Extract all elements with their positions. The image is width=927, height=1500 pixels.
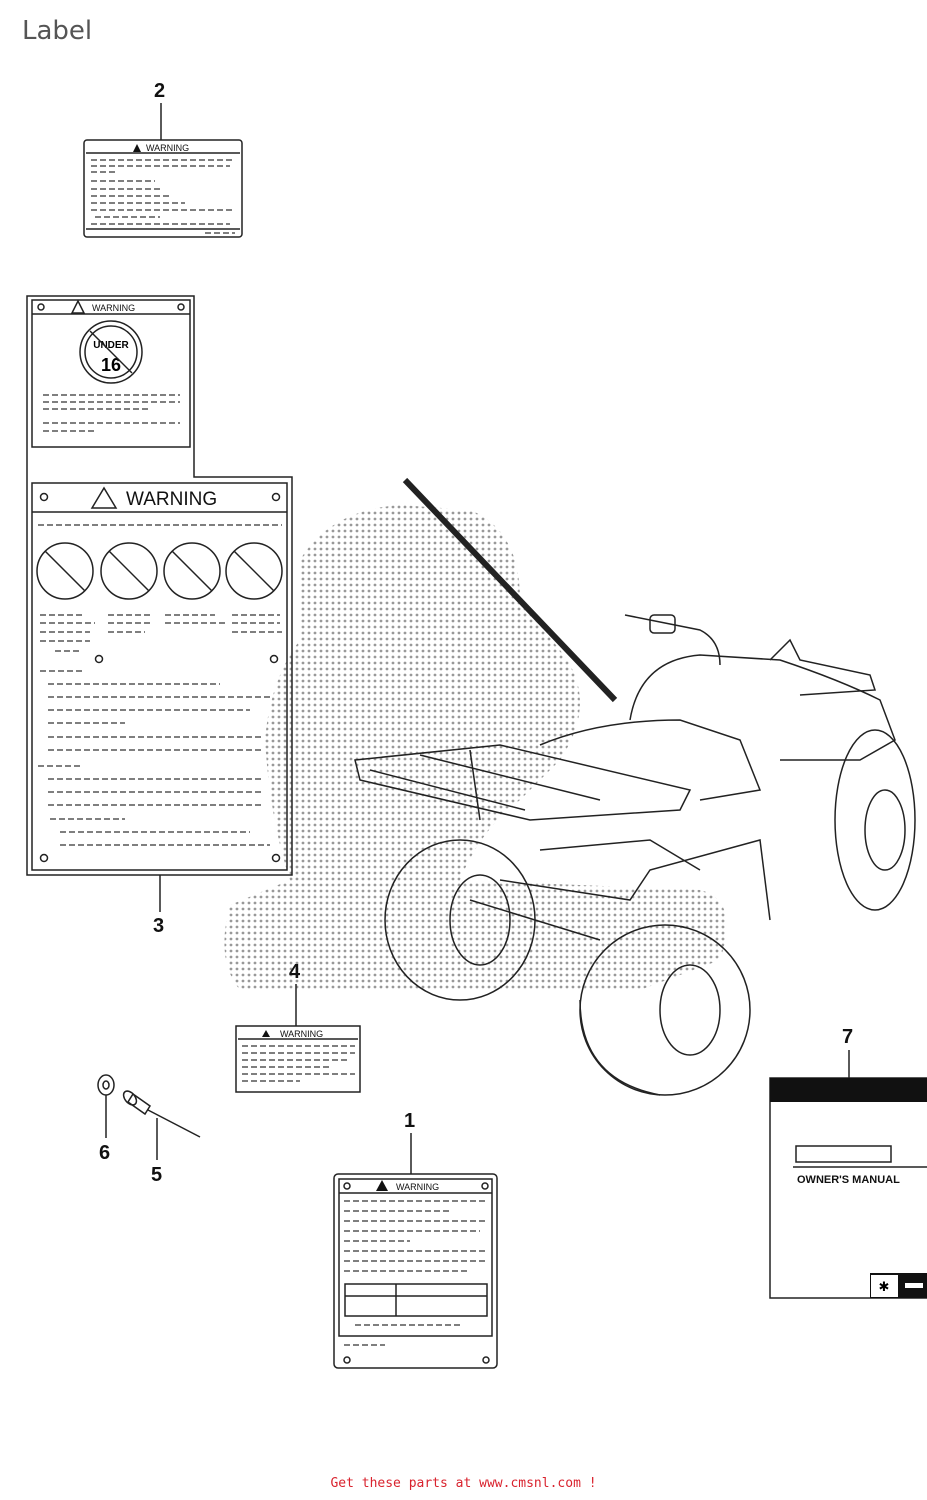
warning-triangle-icon [70, 299, 86, 314]
warning-triangle-icon [262, 1030, 270, 1037]
part-5-rivet[interactable]: 5 [121, 1089, 201, 1186]
callout-5: 5 [151, 1164, 162, 1186]
callout-4: 4 [289, 961, 301, 983]
callout-1: 1 [404, 1110, 415, 1132]
warning-triangle-icon [133, 144, 141, 152]
warning-text: WARNING [146, 143, 189, 153]
age-text: 16 [101, 355, 121, 375]
warning-text: WARNING [280, 1029, 323, 1039]
callout-2: 2 [154, 80, 165, 102]
callout-3: 3 [153, 915, 164, 937]
callout-6: 6 [99, 1142, 110, 1164]
atv-drawing [354, 477, 916, 1096]
page-title: Label [22, 16, 93, 46]
warning-text: WARNING [92, 303, 135, 313]
part-6-washer[interactable]: 6 [97, 1074, 115, 1164]
warning-text: WARNING [126, 489, 217, 510]
brand-logo-icon: ✱ [879, 1280, 890, 1295]
callout-7: 7 [842, 1026, 853, 1048]
part-1-warning-label[interactable]: 1 WARNING [333, 1110, 498, 1369]
prohibition-icons [36, 542, 283, 600]
part-4-warning-label[interactable]: 4 WARNING [235, 961, 361, 1093]
footer-parts-link[interactable]: Get these parts at www.cmsnl.com ! [330, 1476, 597, 1491]
warning-triangle-icon [376, 1180, 388, 1191]
warning-text: WARNING [396, 1182, 439, 1192]
part-2-warning-label[interactable]: 2 WARNING [83, 80, 243, 238]
owners-manual-title: OWNER'S MANUAL [797, 1174, 900, 1186]
under-16-prohibition-icon: UNDER 16 [79, 320, 143, 384]
part-7-owners-manual[interactable]: 7 OWNER'S MANUAL ✱ [769, 1026, 927, 1299]
warning-triangle-icon [90, 486, 118, 509]
part-3-warning-label[interactable]: WARNING UNDER 16 WARNING 3 [26, 295, 293, 937]
under-text: UNDER [93, 340, 129, 351]
